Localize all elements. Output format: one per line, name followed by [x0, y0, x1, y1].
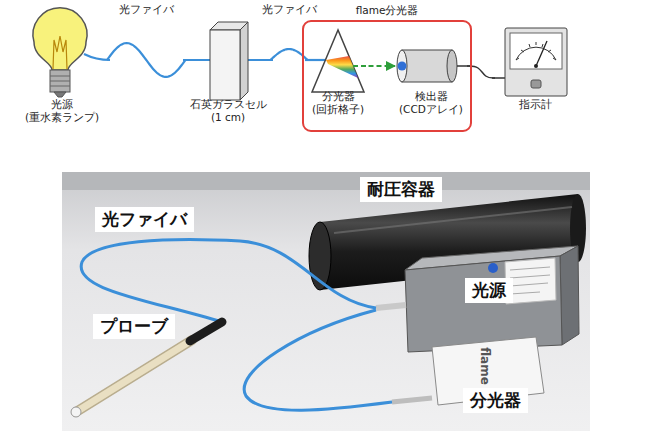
photo: [62, 172, 590, 431]
cell-front: [210, 30, 240, 100]
fiber-connector: [376, 305, 406, 308]
photo-callout: プローブ: [93, 314, 175, 339]
box-dot: [488, 263, 498, 273]
connector-label: 光ファイバ: [260, 3, 319, 16]
lamp-icon: [33, 8, 110, 97]
spectrometer-frame: flame分光器分光器(回折格子)検出器(CCDアレイ): [302, 20, 472, 132]
meter-case: [505, 28, 567, 96]
probe-rod: [76, 340, 192, 412]
detector-body: [402, 50, 452, 82]
detector-dot: [398, 62, 407, 71]
lamp-filament: [53, 36, 67, 69]
probe-sleeve: [190, 322, 222, 341]
detector-icon: [397, 50, 470, 82]
node-text: 石英ガラスセル: [190, 98, 267, 111]
node-text: (回折格子): [312, 103, 364, 116]
box-side: [560, 246, 579, 345]
light-source-box: [376, 246, 579, 352]
component-node: 指示計: [495, 12, 575, 111]
meter-needle: [536, 41, 547, 66]
lamp-socket: [50, 70, 70, 92]
lamp-bulb: [33, 8, 87, 70]
sticker-lines: [510, 267, 550, 294]
fiber-stub: [84, 54, 110, 60]
photo-callout: 光源: [465, 278, 513, 303]
lamp-socket-ridges: [50, 76, 70, 86]
component-node: 石英ガラスセル(1 cm): [186, 12, 271, 124]
device-logo: flame: [478, 347, 492, 385]
component-node: 検出器(CCDアレイ): [395, 28, 467, 116]
node-text: (CCDアレイ): [399, 103, 463, 116]
quartz-cell-icon: [183, 22, 273, 100]
detector-window: [397, 50, 407, 82]
photo-callout: 耐圧容器: [360, 177, 442, 202]
meter-icon: [492, 28, 567, 96]
meter-knob: [531, 80, 541, 88]
node-text: (重水素ランプ): [25, 111, 99, 124]
lamp-socket-tip: [54, 92, 66, 97]
node-text: 耐圧容器: [367, 179, 435, 200]
light-stub: [353, 65, 371, 67]
prism: [312, 30, 364, 92]
node-text: 検出器: [415, 90, 448, 103]
meter-face: [510, 33, 562, 69]
box-front: [405, 256, 562, 352]
node-text: 分光器: [322, 90, 355, 103]
node-text: 分光器: [470, 390, 521, 411]
fiber: [81, 239, 376, 322]
meter-ticks: [516, 42, 556, 60]
node-text: 光源: [472, 280, 506, 301]
detector-end: [447, 50, 457, 82]
probe-rod-edge: [76, 340, 192, 412]
prism-icon: [305, 30, 371, 92]
node-text: 光ファイバ: [102, 209, 187, 230]
fiber: [244, 310, 392, 410]
photo-ground: [62, 172, 590, 431]
photo-callout: 分光器: [463, 388, 528, 413]
probe-tip: [71, 407, 81, 417]
photo-wall: [62, 172, 590, 190]
node-text: (1 cm): [211, 111, 245, 124]
node-text: 光源: [51, 98, 73, 111]
connector: [107, 43, 186, 77]
connector: [369, 65, 396, 67]
vessel-highlight: [334, 207, 572, 233]
photo-callout: 光ファイバ: [95, 207, 194, 232]
meter-pivot: [534, 64, 538, 68]
component-node: 分光器(回折格子): [308, 28, 369, 116]
connector-label: 光ファイバ: [117, 3, 176, 16]
fiber-connector: [392, 398, 432, 402]
component-node: 光源(重水素ランプ): [17, 12, 107, 124]
cell-side: [240, 22, 248, 100]
node-text: 指示計: [519, 98, 552, 111]
node-text: プローブ: [100, 316, 168, 337]
node-text: flame分光器: [304, 4, 470, 17]
meter-scale: [516, 47, 556, 60]
